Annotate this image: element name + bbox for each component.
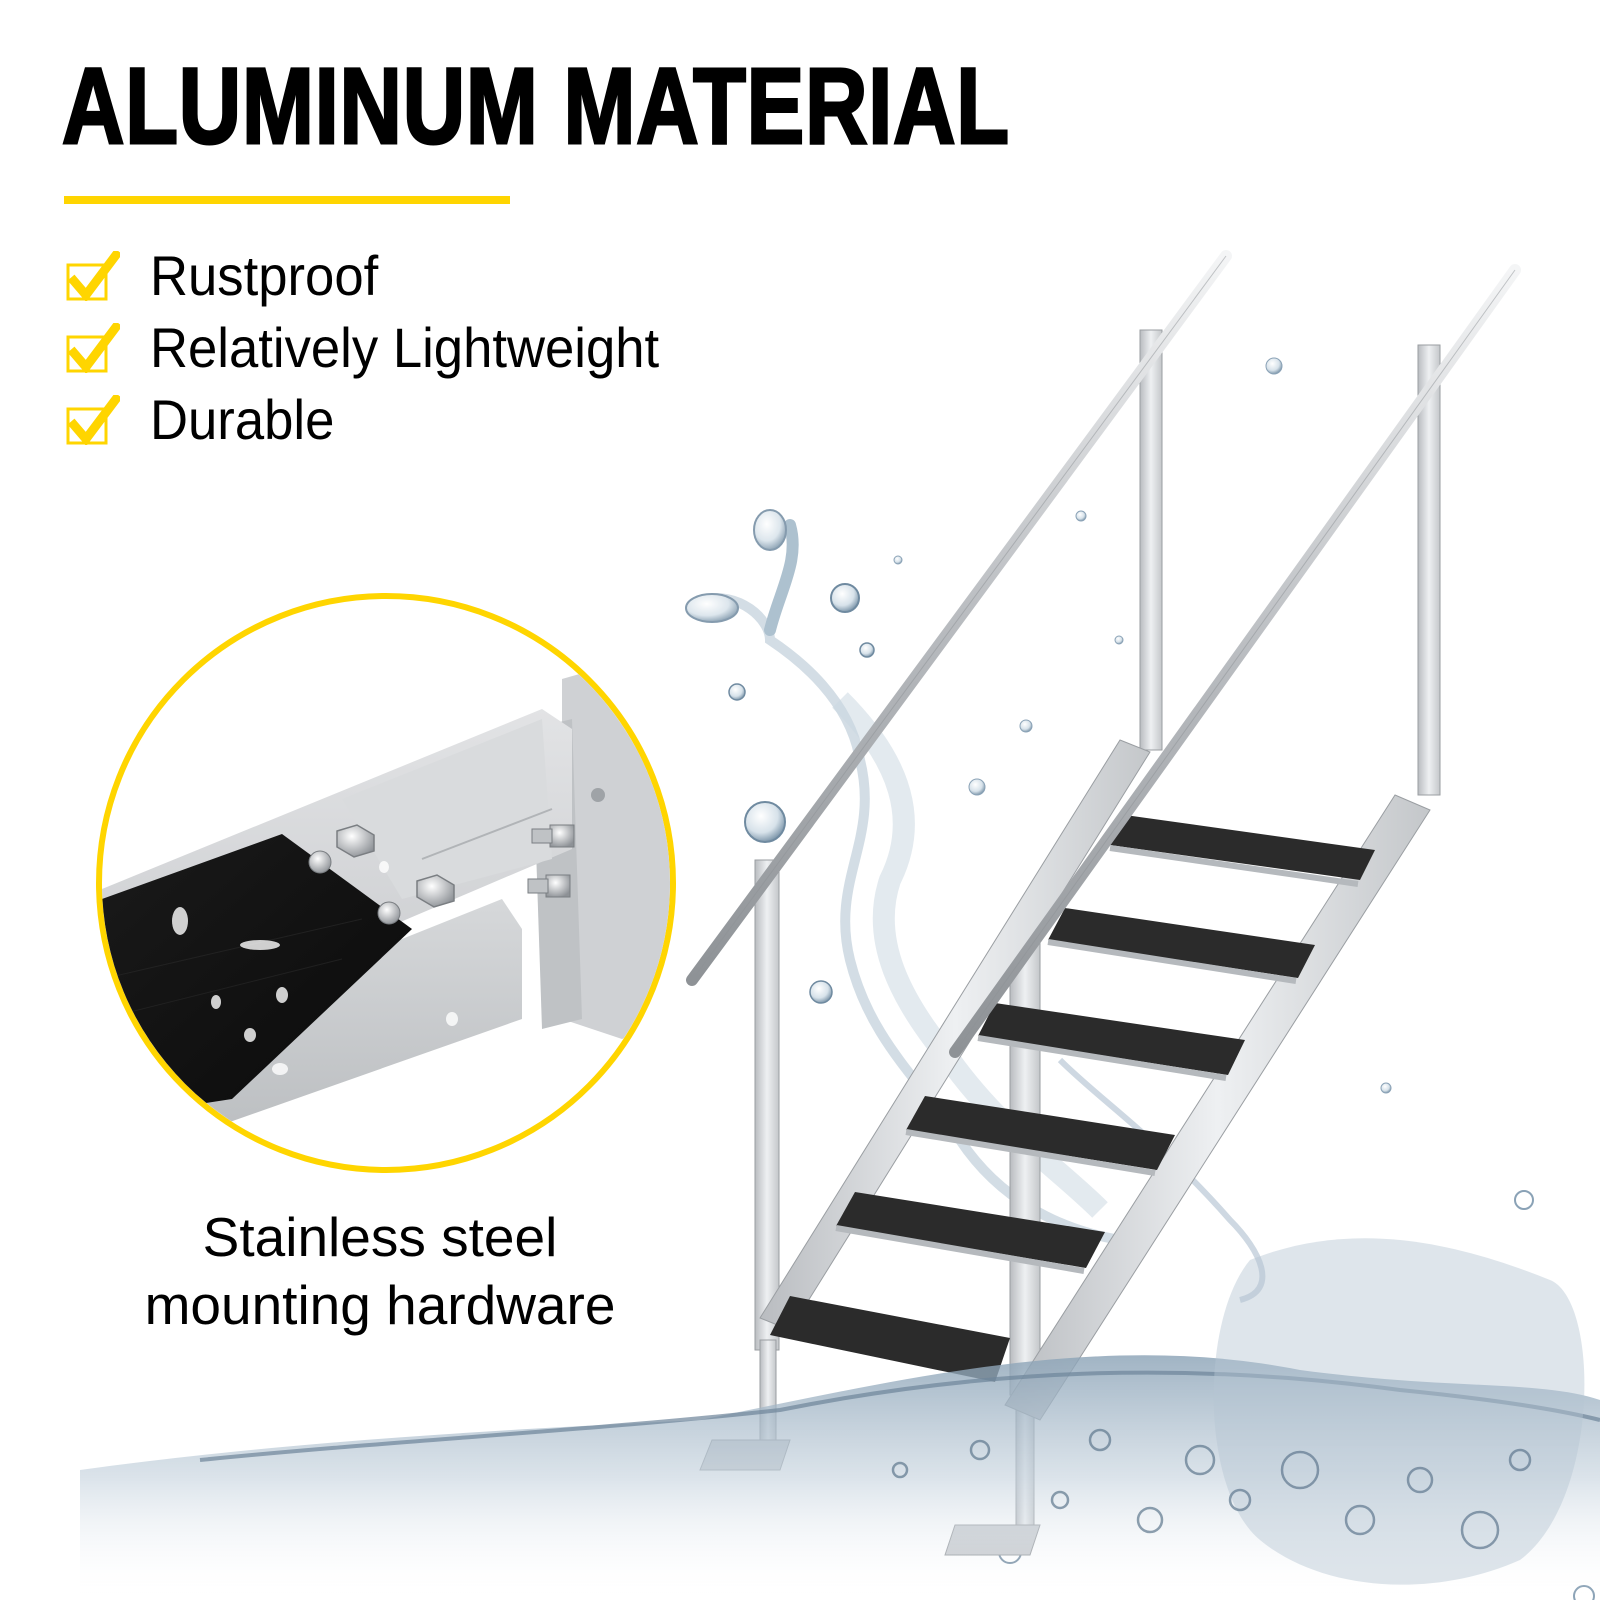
- feature-item-lightweight: Relatively Lightweight: [66, 312, 692, 384]
- bolt-icon: [308, 788, 605, 925]
- yellow-accent-divider: [64, 196, 510, 204]
- feature-list: Rustproof Relatively Lightweight Durable: [66, 240, 692, 456]
- checkbox-check-icon: [66, 251, 120, 301]
- page-title: ALUMINUM MATERIAL: [61, 45, 1010, 166]
- checkbox-check-icon: [66, 395, 120, 445]
- hardware-closeup-image: [96, 593, 676, 1173]
- checkbox-check-icon: [66, 323, 120, 373]
- water-splash-stream: [685, 509, 1266, 1303]
- stair-frame: [699, 329, 1441, 1556]
- stair-treads: [770, 815, 1375, 1382]
- caption-line-1: Stainless steel: [202, 1206, 558, 1268]
- water-droplets: [728, 357, 1595, 1600]
- handrails: [686, 250, 1521, 1058]
- feature-label: Durable: [150, 388, 335, 451]
- caption-line-2: mounting hardware: [144, 1274, 616, 1336]
- detail-caption: Stainless steel mounting hardware: [100, 1203, 660, 1339]
- feature-item-durable: Durable: [66, 384, 692, 456]
- feature-item-rustproof: Rustproof: [66, 240, 692, 312]
- feature-label: Relatively Lightweight: [150, 316, 660, 379]
- feature-label: Rustproof: [150, 244, 379, 307]
